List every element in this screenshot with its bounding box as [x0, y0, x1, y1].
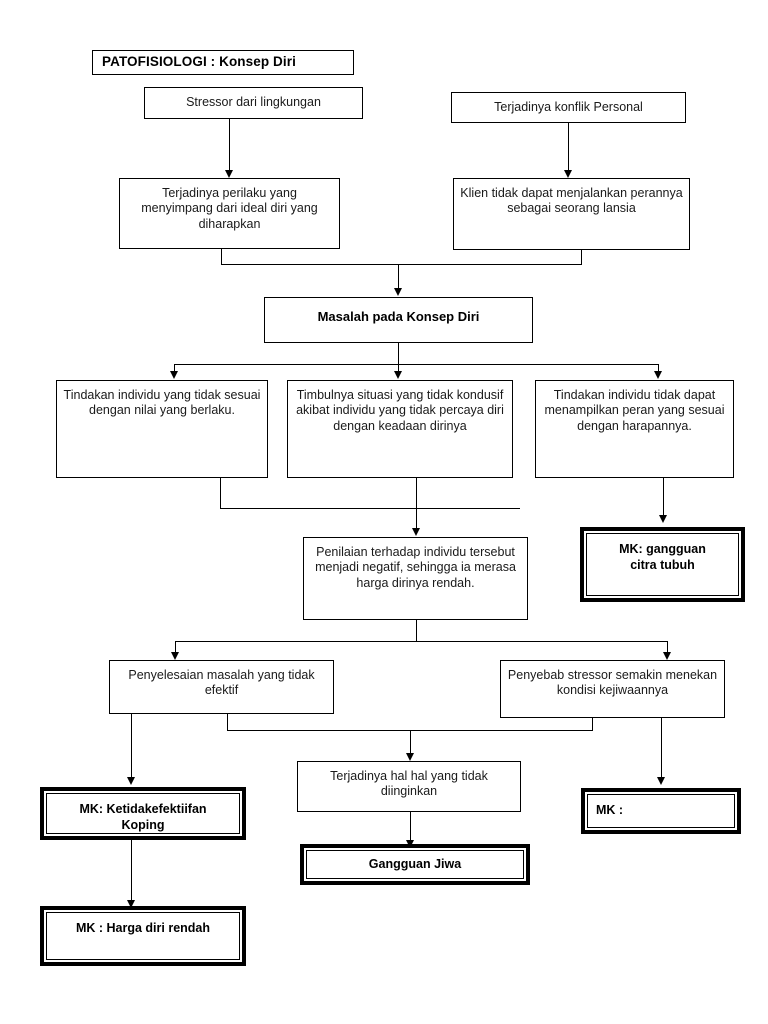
- node-label: Tindakan individu yang tidak sesuai deng…: [63, 388, 261, 418]
- connector-merge-row5-to-hal: [410, 730, 411, 755]
- node-label: Penyebab stressor semakin menekan kondis…: [507, 668, 718, 698]
- node-label: Penilaian terhadap individu tersebut men…: [315, 545, 516, 590]
- diagram-title-text: PATOFISIOLOGI : Konsep Diri: [102, 54, 296, 70]
- node-klien-tidak-dapat: Klien tidak dapat menjalankan perannya s…: [453, 178, 690, 250]
- node-stressor-lingkungan: Stressor dari lingkungan: [144, 87, 363, 119]
- node-label: Terjadinya hal hal yang tidak diinginkan: [330, 769, 488, 799]
- arrowhead: [225, 170, 233, 178]
- arrowhead: [657, 777, 665, 785]
- diagram-title-box: PATOFISIOLOGI : Konsep Diri: [92, 50, 354, 75]
- arrowhead: [127, 777, 135, 785]
- node-tindakan-tidak-sesuai: Tindakan individu yang tidak sesuai deng…: [56, 380, 268, 478]
- node-mk-ketidakefektiifan-koping: MK: Ketidakefektiifan Koping: [40, 787, 246, 840]
- connector-klien-down: [581, 250, 582, 265]
- connector-merge-row3-horizontal: [220, 508, 520, 509]
- node-label: Penyelesaian masalah yang tidak efektif: [128, 668, 315, 698]
- connector-konflik-to-klien: [568, 123, 569, 171]
- connector-perilaku-down: [221, 249, 222, 265]
- arrowhead: [406, 753, 414, 761]
- node-label: Terjadinya konflik Personal: [494, 100, 643, 114]
- connector-fan-right: [658, 364, 659, 373]
- connector-penilaian-down: [416, 620, 417, 642]
- arrowhead: [394, 371, 402, 379]
- node-hal-tidak-diinginkan: Terjadinya hal hal yang tidak diinginkan: [297, 761, 521, 812]
- arrowhead: [394, 288, 402, 296]
- connector-split-horizontal: [175, 641, 668, 642]
- arrowhead: [171, 652, 179, 660]
- node-label: Timbulnya situasi yang tidak kondusif ak…: [296, 388, 504, 433]
- node-mk-harga-diri-rendah: MK : Harga diri rendah: [40, 906, 246, 966]
- connector-masalah-down: [398, 343, 399, 365]
- node-label: Terjadinya perilaku yang menyimpang dari…: [141, 186, 318, 231]
- arrowhead: [564, 170, 572, 178]
- arrowhead: [659, 515, 667, 523]
- connector-split-left: [175, 641, 176, 653]
- arrowhead: [127, 900, 135, 908]
- connector-fan-left: [174, 364, 175, 373]
- node-label: Klien tidak dapat menjalankan perannya s…: [460, 186, 683, 216]
- node-gangguan-jiwa: Gangguan Jiwa: [300, 844, 530, 885]
- node-label: Masalah pada Konsep Diri: [317, 309, 480, 324]
- arrowhead: [663, 652, 671, 660]
- connector-situasi-down: [416, 478, 417, 509]
- node-label: Stressor dari lingkungan: [186, 95, 321, 109]
- node-label: Gangguan Jiwa: [306, 850, 524, 879]
- node-situasi-tidak-kondusif: Timbulnya situasi yang tidak kondusif ak…: [287, 380, 513, 478]
- connector-split-right: [667, 641, 668, 653]
- node-mk-gangguan-citra-tubuh: MK: gangguan citra tubuh: [580, 527, 745, 602]
- connector-fan-mid: [398, 364, 399, 373]
- node-label: Tindakan individu tidak dapat menampilka…: [544, 388, 725, 433]
- node-penyebab-stressor: Penyebab stressor semakin menekan kondis…: [500, 660, 725, 718]
- node-tidak-menampilkan-peran: Tindakan individu tidak dapat menampilka…: [535, 380, 734, 478]
- arrowhead: [412, 528, 420, 536]
- node-konflik-personal: Terjadinya konflik Personal: [451, 92, 686, 123]
- node-label: MK: Ketidakefektiifan Koping: [46, 793, 240, 834]
- connector-stressor-to-perilaku: [229, 119, 230, 171]
- connector-tindakan-down: [220, 478, 221, 509]
- node-perilaku-menyimpang: Terjadinya perilaku yang menyimpang dari…: [119, 178, 340, 249]
- arrowhead: [654, 371, 662, 379]
- node-masalah-konsep-diri: Masalah pada Konsep Diri: [264, 297, 533, 343]
- connector-merge-horizontal: [221, 264, 582, 265]
- connector-peran-to-mk-citra: [663, 478, 664, 516]
- arrowhead: [170, 371, 178, 379]
- node-mk-kosong: MK :: [581, 788, 741, 834]
- connector-hal-to-gangguan-jiwa: [410, 812, 411, 842]
- connector-merge-row3-to-penilaian: [416, 508, 417, 529]
- connector-merge-to-masalah: [398, 264, 399, 289]
- node-penyelesaian-tidak-efektif: Penyelesaian masalah yang tidak efektif: [109, 660, 334, 714]
- connector-fanout-horizontal: [174, 364, 659, 365]
- node-label: MK :: [587, 794, 735, 828]
- node-label: MK : Harga diri rendah: [46, 912, 240, 960]
- connector-penyebab-down-mid: [592, 718, 593, 731]
- connector-koping-to-harga-diri: [131, 840, 132, 904]
- connector-penyelesaian-to-mk-koping: [131, 714, 132, 778]
- connector-penyelesaian-down-mid: [227, 714, 228, 731]
- connector-penyebab-to-mk-kosong: [661, 718, 662, 778]
- node-label: MK: gangguan citra tubuh: [586, 533, 739, 596]
- node-penilaian-negatif: Penilaian terhadap individu tersebut men…: [303, 537, 528, 620]
